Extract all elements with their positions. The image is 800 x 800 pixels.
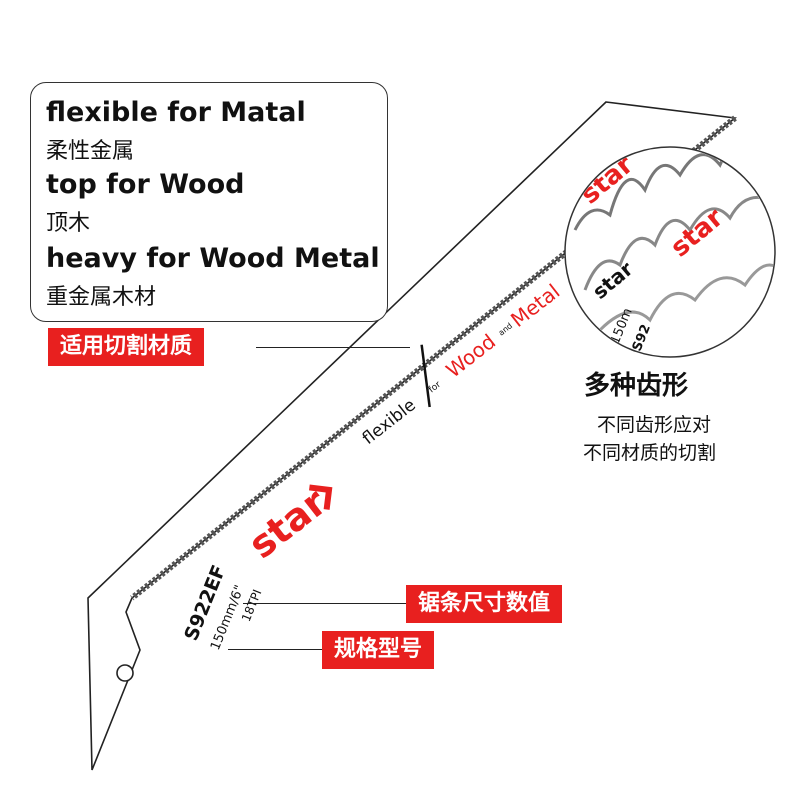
tooth-type-title: 多种齿形 — [584, 371, 689, 401]
tooth-type-line-2: 不同材质的切割 — [583, 442, 717, 464]
feature-1-en: flexible for Matal — [46, 97, 306, 128]
tooth-type-line-1: 不同齿形应对 — [597, 414, 712, 436]
blade-mount-hole — [116, 664, 134, 682]
leader-model — [228, 649, 334, 650]
brand-arrow-icon — [309, 484, 333, 510]
feature-2-en: top for Wood — [46, 169, 245, 200]
feature-2-zh: 顶木 — [46, 211, 91, 236]
blade-print-divider — [420, 344, 431, 408]
feature-1-zh: 柔性金属 — [46, 139, 135, 164]
leader-size — [243, 603, 406, 604]
leader-material — [256, 347, 410, 348]
feature-3-en: heavy for Wood Metal — [46, 243, 380, 274]
blade-print-for: for — [427, 380, 443, 396]
tag-cutting-material: 适用切割材质 — [48, 328, 205, 366]
tag-blade-size: 锯条尺寸数值 — [406, 585, 563, 623]
features-callout: flexible for Matal 柔性金属 top for Wood 顶木 … — [30, 82, 388, 322]
blade-print-and: and — [497, 321, 514, 337]
tag-model-number: 规格型号 — [322, 631, 435, 669]
feature-3-zh: 重金属木材 — [46, 285, 157, 310]
